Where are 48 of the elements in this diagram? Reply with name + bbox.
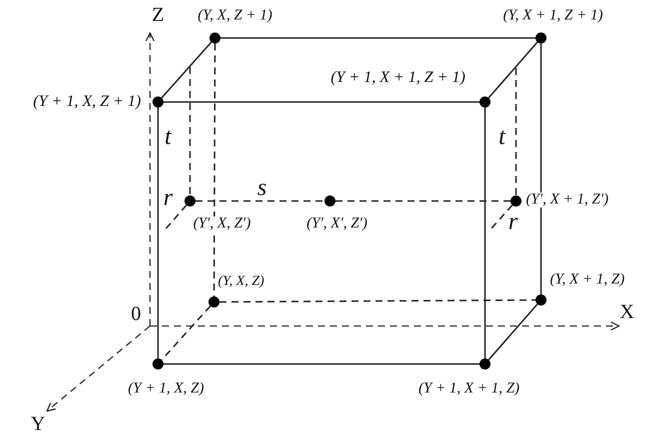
- point-dot: [480, 96, 490, 108]
- axis-label: X: [618, 302, 636, 322]
- variable-label: t: [164, 125, 172, 149]
- projection-line: [515, 68, 517, 196]
- coordinate-label: (Y + 1, X, Z + 1): [32, 94, 142, 110]
- point-dot: [510, 196, 522, 206]
- variable-label: r: [162, 186, 174, 210]
- cube-edge: [488, 304, 538, 360]
- point-dot: [536, 294, 546, 306]
- point-dot: [536, 32, 546, 44]
- point-dot: [210, 32, 220, 44]
- cube-edge: [540, 44, 542, 294]
- coordinate-label: (Y + 1, X, Z): [127, 382, 205, 396]
- coordinate-label: (Y′, X, Z′): [192, 216, 252, 232]
- point-dot: [324, 196, 336, 206]
- coordinate-label: (Y + 1, X + 1, Z): [417, 382, 521, 396]
- dashed-edge: [196, 200, 324, 202]
- edge-label: s: [256, 176, 268, 200]
- coordinate-label: (Y, X + 1, Z): [549, 272, 626, 288]
- point-dot: [208, 296, 220, 308]
- axis-label: Z: [150, 5, 166, 25]
- coordinate-label: (Y′, X + 1, Z′): [525, 192, 610, 208]
- point-dot: [152, 358, 164, 370]
- projection-line: [489, 204, 513, 230]
- point-dot: [152, 96, 164, 108]
- axis-label: Y: [30, 414, 46, 434]
- cube-edge: [484, 108, 486, 358]
- projection-line: [189, 67, 191, 196]
- cube-edge: [488, 42, 538, 98]
- coordinate-label: (Y, X, Z + 1): [196, 8, 274, 24]
- variable-label: r: [507, 210, 519, 234]
- coordinate-label: (Y + 1, X + 1, Z + 1): [330, 70, 466, 86]
- origin-label: 0: [130, 304, 142, 324]
- coordinate-label: (Y, X, Z): [217, 275, 266, 289]
- cube-edge: [220, 37, 536, 39]
- cube-edge: [157, 108, 159, 358]
- dashed-edge: [161, 306, 211, 360]
- point-dot: [480, 358, 490, 370]
- point-dot: [184, 196, 196, 206]
- cube-edge: [161, 42, 212, 98]
- variable-label: t: [498, 125, 506, 149]
- coordinate-label: (Y, X + 1, Z + 1): [502, 8, 604, 24]
- dashed-edge: [336, 200, 510, 202]
- dashed-edge: [220, 299, 536, 303]
- cube-edge: [164, 363, 480, 365]
- coordinate-label: (Y′, X′, Z′): [306, 216, 368, 232]
- cube-edge: [164, 101, 480, 103]
- dashed-edge: [213, 44, 216, 296]
